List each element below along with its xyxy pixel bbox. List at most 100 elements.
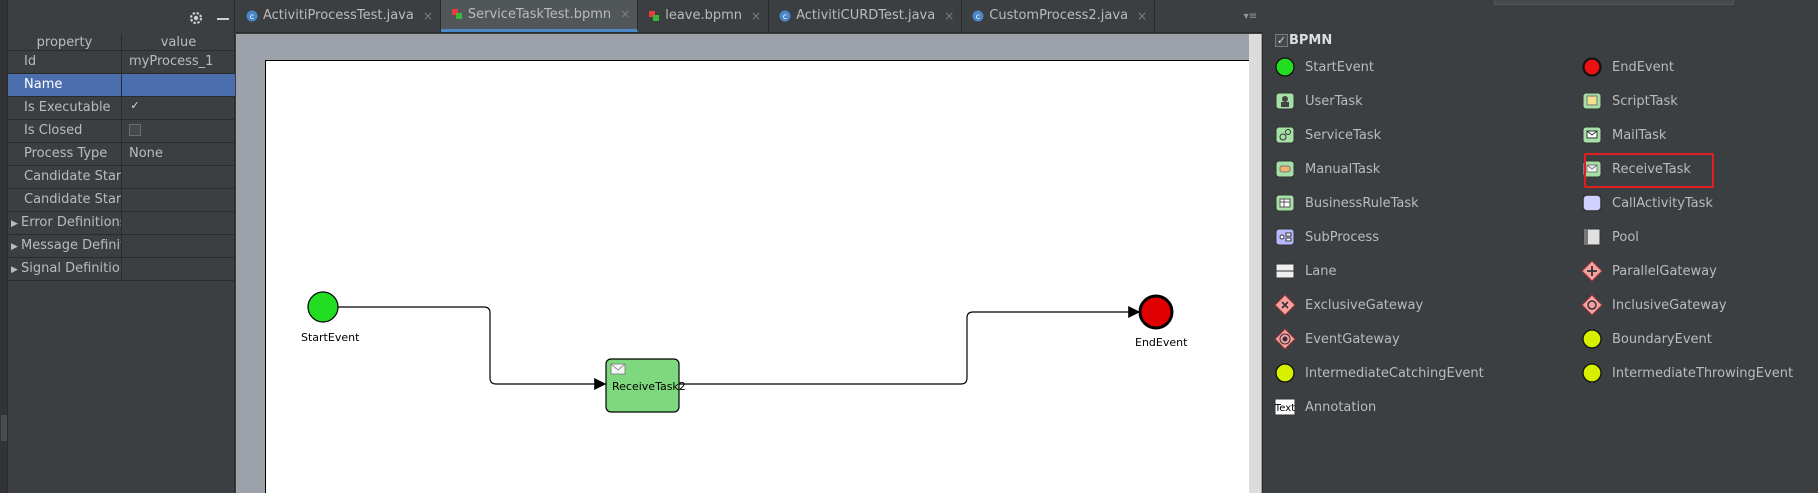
palette-item-label: IntermediateCatchingEvent xyxy=(1305,365,1484,381)
property-value[interactable] xyxy=(122,166,235,188)
palette-item-pool[interactable]: Pool xyxy=(1581,224,1639,250)
palette-item-label: BoundaryEvent xyxy=(1612,331,1712,347)
property-group[interactable]: ▶Error Definitions xyxy=(8,212,122,234)
tab-label: ActivitiProcessTest.java xyxy=(263,8,414,23)
palette-item-intermediate-throwing-event[interactable]: IntermediateThrowingEvent xyxy=(1581,360,1793,386)
tab-leave-bpmn[interactable]: leave.bpmn × xyxy=(638,0,770,32)
palette-item-label: Lane xyxy=(1305,263,1337,279)
property-name: Message Definiti xyxy=(21,238,122,253)
property-column-header[interactable]: property xyxy=(8,34,122,50)
close-icon[interactable]: × xyxy=(422,8,433,23)
vertical-scrollbar[interactable] xyxy=(1249,34,1261,493)
property-group[interactable]: ▶Signal Definitions xyxy=(8,258,122,280)
palette-item-call-activity-task[interactable]: CallActivityTask xyxy=(1581,190,1713,216)
is-closed-checkbox[interactable] xyxy=(129,123,141,136)
palette-item-receive-task[interactable]: ReceiveTask xyxy=(1581,156,1691,182)
palette-item-script-task[interactable]: ScriptTask xyxy=(1581,88,1678,114)
property-name: Is Closed xyxy=(8,120,122,142)
palette-group-header[interactable]: ✓ BPMN xyxy=(1264,33,1818,51)
event-gateway-icon xyxy=(1274,328,1296,350)
expand-arrow-icon[interactable]: ▶ xyxy=(11,219,18,229)
table-row[interactable]: Candidate Starte xyxy=(8,166,235,189)
palette-item-service-task[interactable]: ServiceTask xyxy=(1274,122,1381,148)
palette-item-label: MailTask xyxy=(1612,127,1667,143)
close-icon[interactable]: × xyxy=(751,8,762,23)
table-row[interactable]: Candidate Starte xyxy=(8,189,235,212)
palette-item-label: ScriptTask xyxy=(1612,93,1678,109)
gear-icon[interactable] xyxy=(188,10,204,26)
palette-item-label: InclusiveGateway xyxy=(1612,297,1727,313)
palette-search-box[interactable] xyxy=(1494,0,1734,5)
tab-custom-process2[interactable]: c CustomProcess2.java × xyxy=(962,0,1156,32)
palette-item-business-rule-task[interactable]: BusinessRuleTask xyxy=(1274,190,1419,216)
tab-service-task-test-bpmn[interactable]: ServiceTaskTest.bpmn × xyxy=(440,0,639,32)
property-value[interactable]: None xyxy=(129,146,163,161)
is-executable-checkbox[interactable]: ✓ xyxy=(130,98,140,112)
palette-item-label: ManualTask xyxy=(1305,161,1381,177)
tab-overflow-icon[interactable]: ▾≡ xyxy=(1243,11,1257,22)
java-class-icon: c xyxy=(246,10,258,22)
tab-activiti-curd-test[interactable]: c ActivitiCURDTest.java × xyxy=(769,0,963,32)
properties-panel: property value Id myProcess_1 Name Is Ex… xyxy=(8,0,235,493)
sequence-flow[interactable] xyxy=(679,306,1141,385)
palette-item-start-event[interactable]: StartEvent xyxy=(1274,54,1374,80)
palette-item-parallel-gateway[interactable]: ParallelGateway xyxy=(1581,258,1717,284)
value-column-header[interactable]: value xyxy=(160,35,197,50)
expand-arrow-icon[interactable]: ▶ xyxy=(11,242,18,252)
diagram-editor: StartEvent ReceiveTask2 EndEvent xyxy=(236,34,1263,493)
table-row[interactable]: ▶Signal Definitions xyxy=(8,258,235,281)
palette-item-end-event[interactable]: EndEvent xyxy=(1581,54,1674,80)
close-icon[interactable]: × xyxy=(620,7,631,21)
close-icon[interactable]: × xyxy=(944,8,955,23)
business-rule-task-icon xyxy=(1274,192,1296,214)
property-value[interactable] xyxy=(122,189,235,211)
bpmn-diagram xyxy=(307,291,1174,413)
table-row[interactable]: Is Closed xyxy=(8,120,235,143)
palette-item-inclusive-gateway[interactable]: InclusiveGateway xyxy=(1581,292,1727,318)
tab-label: ActivitiCURDTest.java xyxy=(796,8,936,23)
tool-strip-handle[interactable] xyxy=(1,415,7,441)
palette-item-label: ReceiveTask xyxy=(1612,161,1691,177)
palette-item-manual-task[interactable]: ManualTask xyxy=(1274,156,1380,182)
palette-item-label: IntermediateThrowingEvent xyxy=(1612,365,1794,381)
properties-table: property value Id myProcess_1 Name Is Ex… xyxy=(8,34,235,281)
property-group[interactable]: ▶Message Definiti xyxy=(8,235,122,257)
palette-item-boundary-event[interactable]: BoundaryEvent xyxy=(1581,326,1712,352)
palette-item-label: StartEvent xyxy=(1305,59,1374,75)
java-class-icon: c xyxy=(779,10,791,22)
subprocess-icon xyxy=(1274,226,1296,248)
start-event-shape[interactable] xyxy=(307,291,339,323)
end-event-shape[interactable] xyxy=(1138,294,1174,330)
close-icon[interactable]: × xyxy=(1137,8,1148,23)
palette-item-event-gateway[interactable]: EventGateway xyxy=(1274,326,1400,352)
table-row[interactable]: ▶Message Definiti xyxy=(8,235,235,258)
expand-arrow-icon[interactable]: ▶ xyxy=(11,265,18,275)
diagram-canvas[interactable]: StartEvent ReceiveTask2 EndEvent xyxy=(265,60,1255,493)
palette-item-lane[interactable]: Lane xyxy=(1274,258,1336,284)
table-row[interactable]: Id myProcess_1 xyxy=(8,51,235,74)
property-value[interactable] xyxy=(122,74,235,96)
table-row[interactable]: ▶Error Definitions xyxy=(8,212,235,235)
group-checkbox[interactable]: ✓ xyxy=(1275,34,1288,47)
table-row[interactable]: Is Executable ✓ xyxy=(8,97,235,120)
palette-item-subprocess[interactable]: SubProcess xyxy=(1274,224,1379,250)
annotation-icon: Text xyxy=(1274,396,1296,418)
palette-item-label: ExclusiveGateway xyxy=(1305,297,1424,313)
property-value[interactable]: myProcess_1 xyxy=(129,54,214,69)
tab-activiti-process-test[interactable]: c ActivitiProcessTest.java × xyxy=(236,0,441,32)
palette-item-exclusive-gateway[interactable]: ExclusiveGateway xyxy=(1274,292,1423,318)
mail-task-icon xyxy=(1581,124,1603,146)
sequence-flow[interactable] xyxy=(338,306,607,390)
intermediate-catching-event-icon xyxy=(1274,362,1296,384)
palette-item-intermediate-catching-event[interactable]: IntermediateCatchingEvent xyxy=(1274,360,1484,386)
palette-item-mail-task[interactable]: MailTask xyxy=(1581,122,1666,148)
property-name: Process Type xyxy=(8,143,122,165)
property-value xyxy=(122,235,235,257)
table-row[interactable]: Process Type None xyxy=(8,143,235,166)
palette-item-user-task[interactable]: UserTask xyxy=(1274,88,1363,114)
left-tool-strip xyxy=(0,0,8,493)
minimize-icon[interactable] xyxy=(215,10,231,26)
table-row[interactable]: Name xyxy=(8,74,235,97)
